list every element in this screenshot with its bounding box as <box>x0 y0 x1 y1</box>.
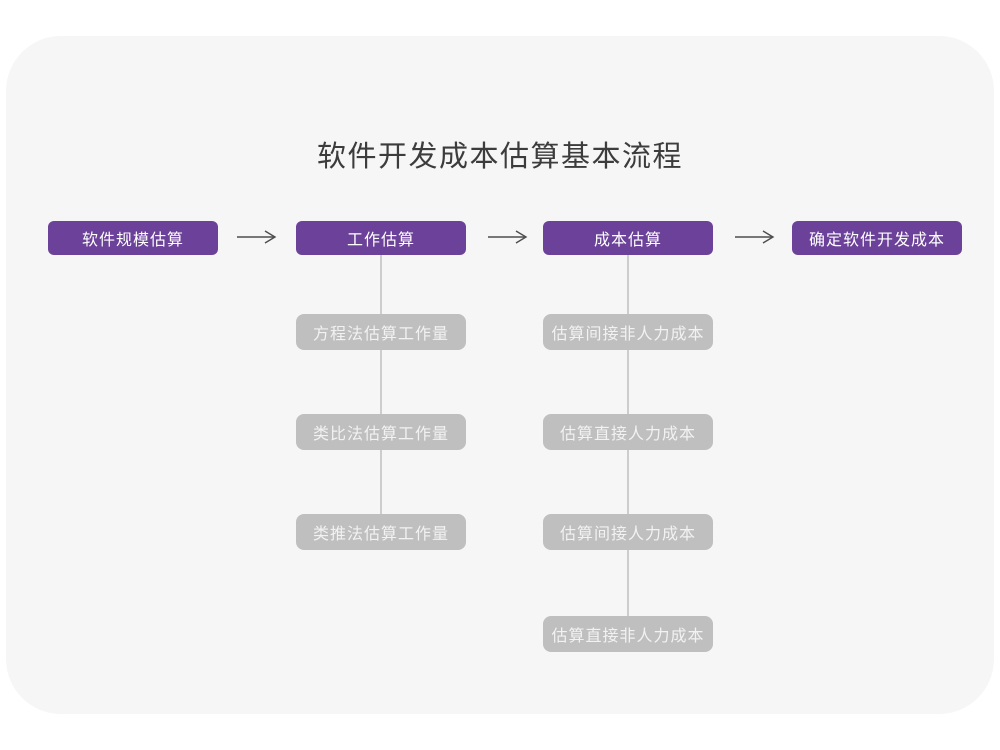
substep-indirect-labor-cost: 估算间接人力成本 <box>543 514 713 550</box>
diagram-card: 软件开发成本估算基本流程 软件规模估算 工作估算 成本估算 确定软件开发成本 方… <box>6 36 994 714</box>
connector-line-work <box>380 255 382 533</box>
stage-work-estimation: 工作估算 <box>296 221 466 255</box>
substep-indirect-nonlabor-cost: 估算间接非人力成本 <box>543 314 713 350</box>
arrow-right-icon <box>488 230 528 244</box>
stage-software-size-estimation: 软件规模估算 <box>48 221 218 255</box>
substep-direct-labor-cost: 估算直接人力成本 <box>543 414 713 450</box>
stage-cost-estimation: 成本估算 <box>543 221 713 255</box>
substep-analogy-method: 类推法估算工作量 <box>296 514 466 550</box>
arrow-right-icon <box>237 230 277 244</box>
arrow-right-icon <box>735 230 775 244</box>
diagram-title: 软件开发成本估算基本流程 <box>316 141 683 173</box>
substep-direct-nonlabor-cost: 估算直接非人力成本 <box>543 616 713 652</box>
substep-equation-method: 方程法估算工作量 <box>296 314 466 350</box>
stage-determine-development-cost: 确定软件开发成本 <box>792 221 962 255</box>
substep-comparison-method: 类比法估算工作量 <box>296 414 466 450</box>
